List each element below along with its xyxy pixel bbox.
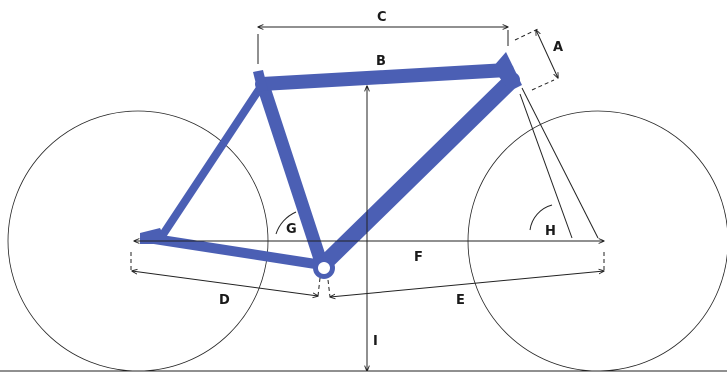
bike-frame [140, 52, 522, 279]
dimension-d-line [132, 271, 318, 296]
head-angle-line-1 [521, 87, 599, 239]
label-a: A [553, 40, 563, 55]
head-angle-line-2 [519, 93, 573, 239]
dimension-a-tick-top [514, 27, 541, 41]
dimension-a-tick-bottom [531, 79, 555, 91]
label-b: B [376, 54, 386, 69]
dimension-d-tick-right [317, 277, 321, 297]
label-f: F [414, 250, 423, 265]
top-tube [255, 63, 514, 91]
dimension-e-tick-left [327, 279, 331, 298]
seat-angle-arc [275, 211, 297, 235]
down-tube [318, 72, 520, 270]
head-angle-arc [529, 204, 553, 231]
seatstay-tube [158, 84, 264, 240]
head-tube [492, 52, 522, 91]
label-h: H [545, 224, 556, 239]
label-e: E [456, 293, 465, 308]
chainstay-tube [143, 233, 327, 270]
label-c: C [377, 10, 387, 25]
label-g: G [286, 222, 297, 237]
dimension-a-line [536, 30, 558, 78]
dimension-e-line [330, 271, 604, 297]
label-d: D [219, 293, 230, 308]
bottom-bracket-hole [318, 262, 330, 274]
label-i: I [373, 334, 378, 349]
seat-tube [256, 78, 329, 272]
seat-post-stub [253, 70, 268, 92]
